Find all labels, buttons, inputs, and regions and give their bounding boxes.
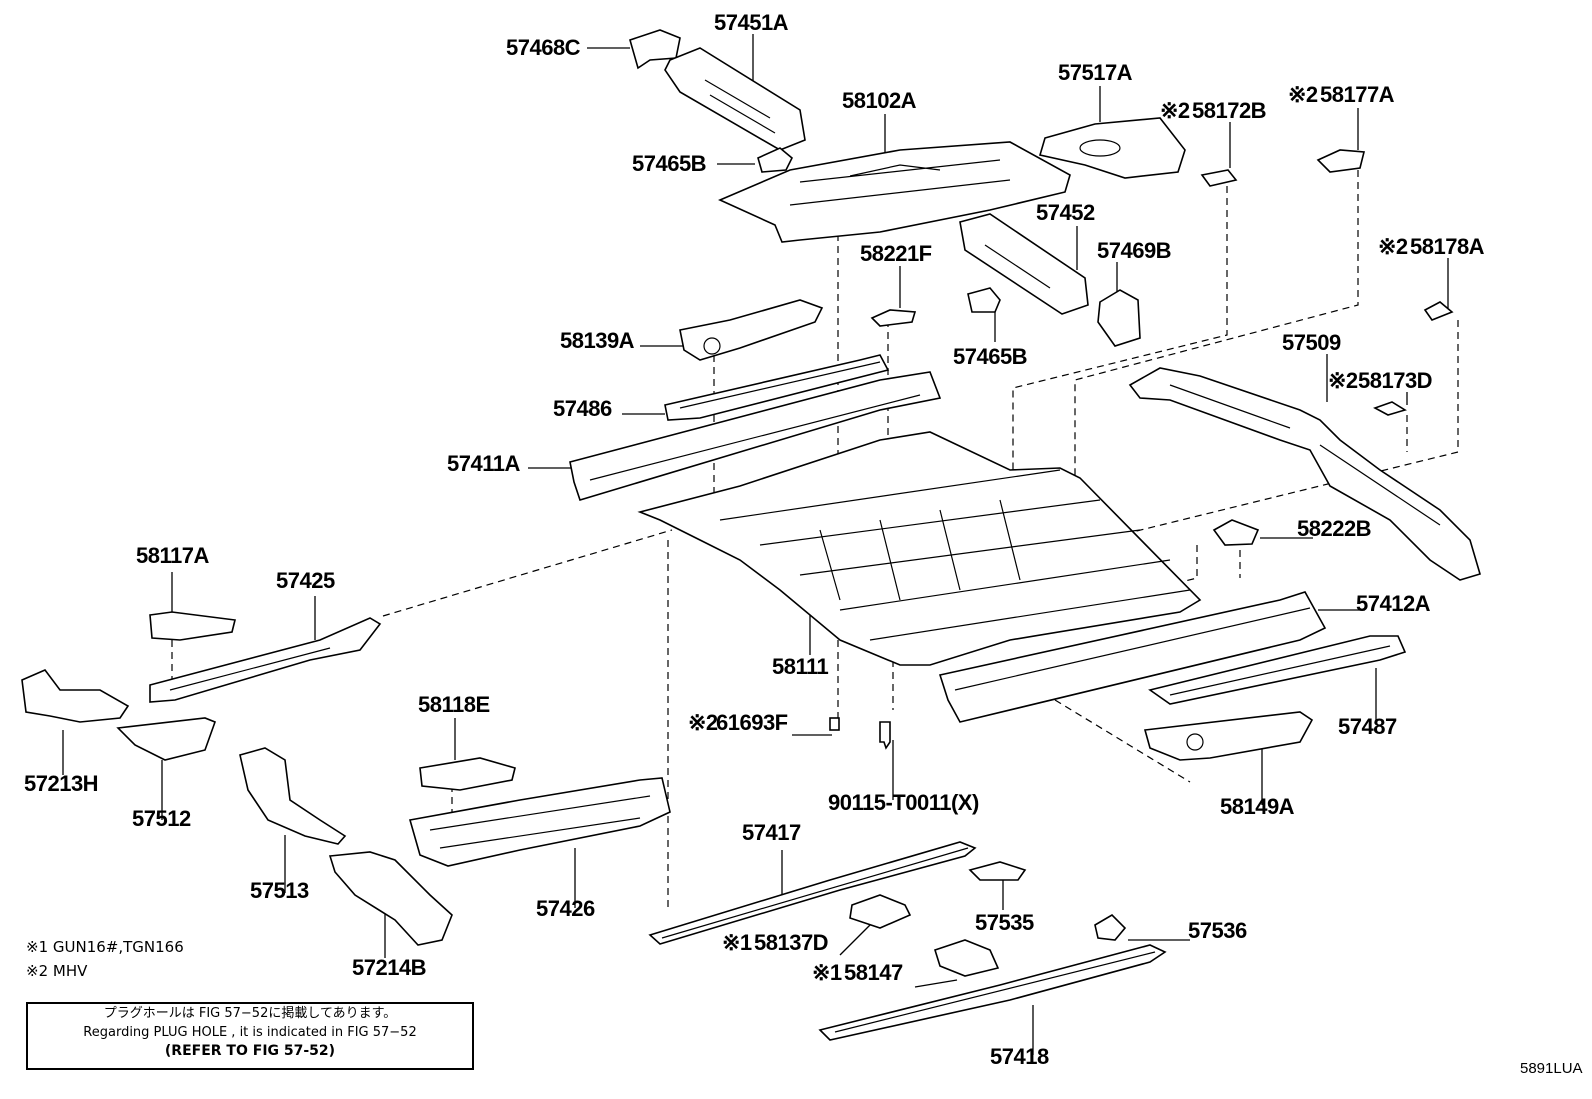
part-label-57536[interactable]: 57536 [1188, 918, 1247, 943]
plug-hole-note-box: プラグホールは FIG 57−52に掲載してあります。 Regarding PL… [26, 1002, 474, 1070]
part-label-58102A[interactable]: 58102A [842, 88, 917, 113]
part-label-58178A[interactable]: 58178A [1410, 234, 1485, 259]
mark-2-61693F: ※2 [688, 710, 718, 735]
part-label-58139A[interactable]: 58139A [560, 328, 635, 353]
figure-code: 5891LUA [1520, 1060, 1583, 1077]
mark-2-58172B: ※2 [1160, 98, 1190, 123]
part-label-58177A[interactable]: 58177A [1320, 82, 1395, 107]
part-label-57465B-top[interactable]: 57465B [632, 151, 707, 176]
mark-2-58173D: ※2 [1328, 368, 1358, 393]
part-label-58117A[interactable]: 58117A [136, 543, 209, 568]
part-label-57412A[interactable]: 57412A [1356, 591, 1431, 616]
part-label-58147[interactable]: 58147 [844, 960, 903, 985]
mark-2-58177A: ※2 [1288, 82, 1318, 107]
part-label-58137D[interactable]: 58137D [754, 930, 829, 955]
part-label-61693F[interactable]: 61693F [716, 710, 788, 735]
part-label-58172B[interactable]: 58172B [1192, 98, 1267, 123]
part-label-58149A[interactable]: 58149A [1220, 794, 1295, 819]
footnote-2: ※2 MHV [26, 962, 88, 980]
part-label-57417[interactable]: 57417 [742, 820, 801, 845]
part-label-57487[interactable]: 57487 [1338, 714, 1397, 739]
part-label-58173D[interactable]: 58173D [1358, 368, 1433, 393]
part-label-57509[interactable]: 57509 [1282, 330, 1341, 355]
part-label-90115-T0011X[interactable]: 90115-T0011(X) [828, 790, 979, 815]
part-label-57513[interactable]: 57513 [250, 878, 309, 903]
note-line-english: Regarding PLUG HOLE , it is indicated in… [83, 1025, 417, 1040]
part-label-57486[interactable]: 57486 [553, 396, 612, 421]
mark-1-58137D: ※1 [722, 930, 752, 955]
note-line-japanese: プラグホールは FIG 57−52に掲載してあります。 [103, 1006, 397, 1021]
part-label-58221F[interactable]: 58221F [860, 241, 932, 266]
part-label-57469B[interactable]: 57469B [1097, 238, 1172, 263]
part-label-57535[interactable]: 57535 [975, 910, 1034, 935]
mark-2-58178A: ※2 [1378, 234, 1408, 259]
mark-1-58147: ※1 [812, 960, 842, 985]
note-line-refer: (REFER TO FIG 57-52) [164, 1043, 336, 1059]
part-label-57425[interactable]: 57425 [276, 568, 335, 593]
part-label-57517A[interactable]: 57517A [1058, 60, 1133, 85]
part-label-57512[interactable]: 57512 [132, 806, 191, 831]
part-label-57411A[interactable]: 57411A [447, 451, 520, 476]
part-label-58111[interactable]: 58111 [772, 654, 829, 679]
part-label-57465B-mid[interactable]: 57465B [953, 344, 1028, 369]
part-shapes [21, 29, 1481, 1041]
part-label-57452[interactable]: 57452 [1036, 200, 1095, 225]
part-label-58222B[interactable]: 58222B [1297, 516, 1372, 541]
part-label-57214B[interactable]: 57214B [352, 955, 427, 980]
part-label-57468C[interactable]: 57468C [506, 35, 581, 60]
part-label-58118E[interactable]: 58118E [418, 692, 490, 717]
part-label-57213H[interactable]: 57213H [24, 771, 99, 796]
footnote-1: ※1 GUN16#,TGN166 [26, 938, 184, 956]
part-label-57418[interactable]: 57418 [990, 1044, 1049, 1069]
part-label-57451A[interactable]: 57451A [714, 10, 789, 35]
leader-lines [62, 34, 1449, 1055]
part-label-57426[interactable]: 57426 [536, 896, 595, 921]
